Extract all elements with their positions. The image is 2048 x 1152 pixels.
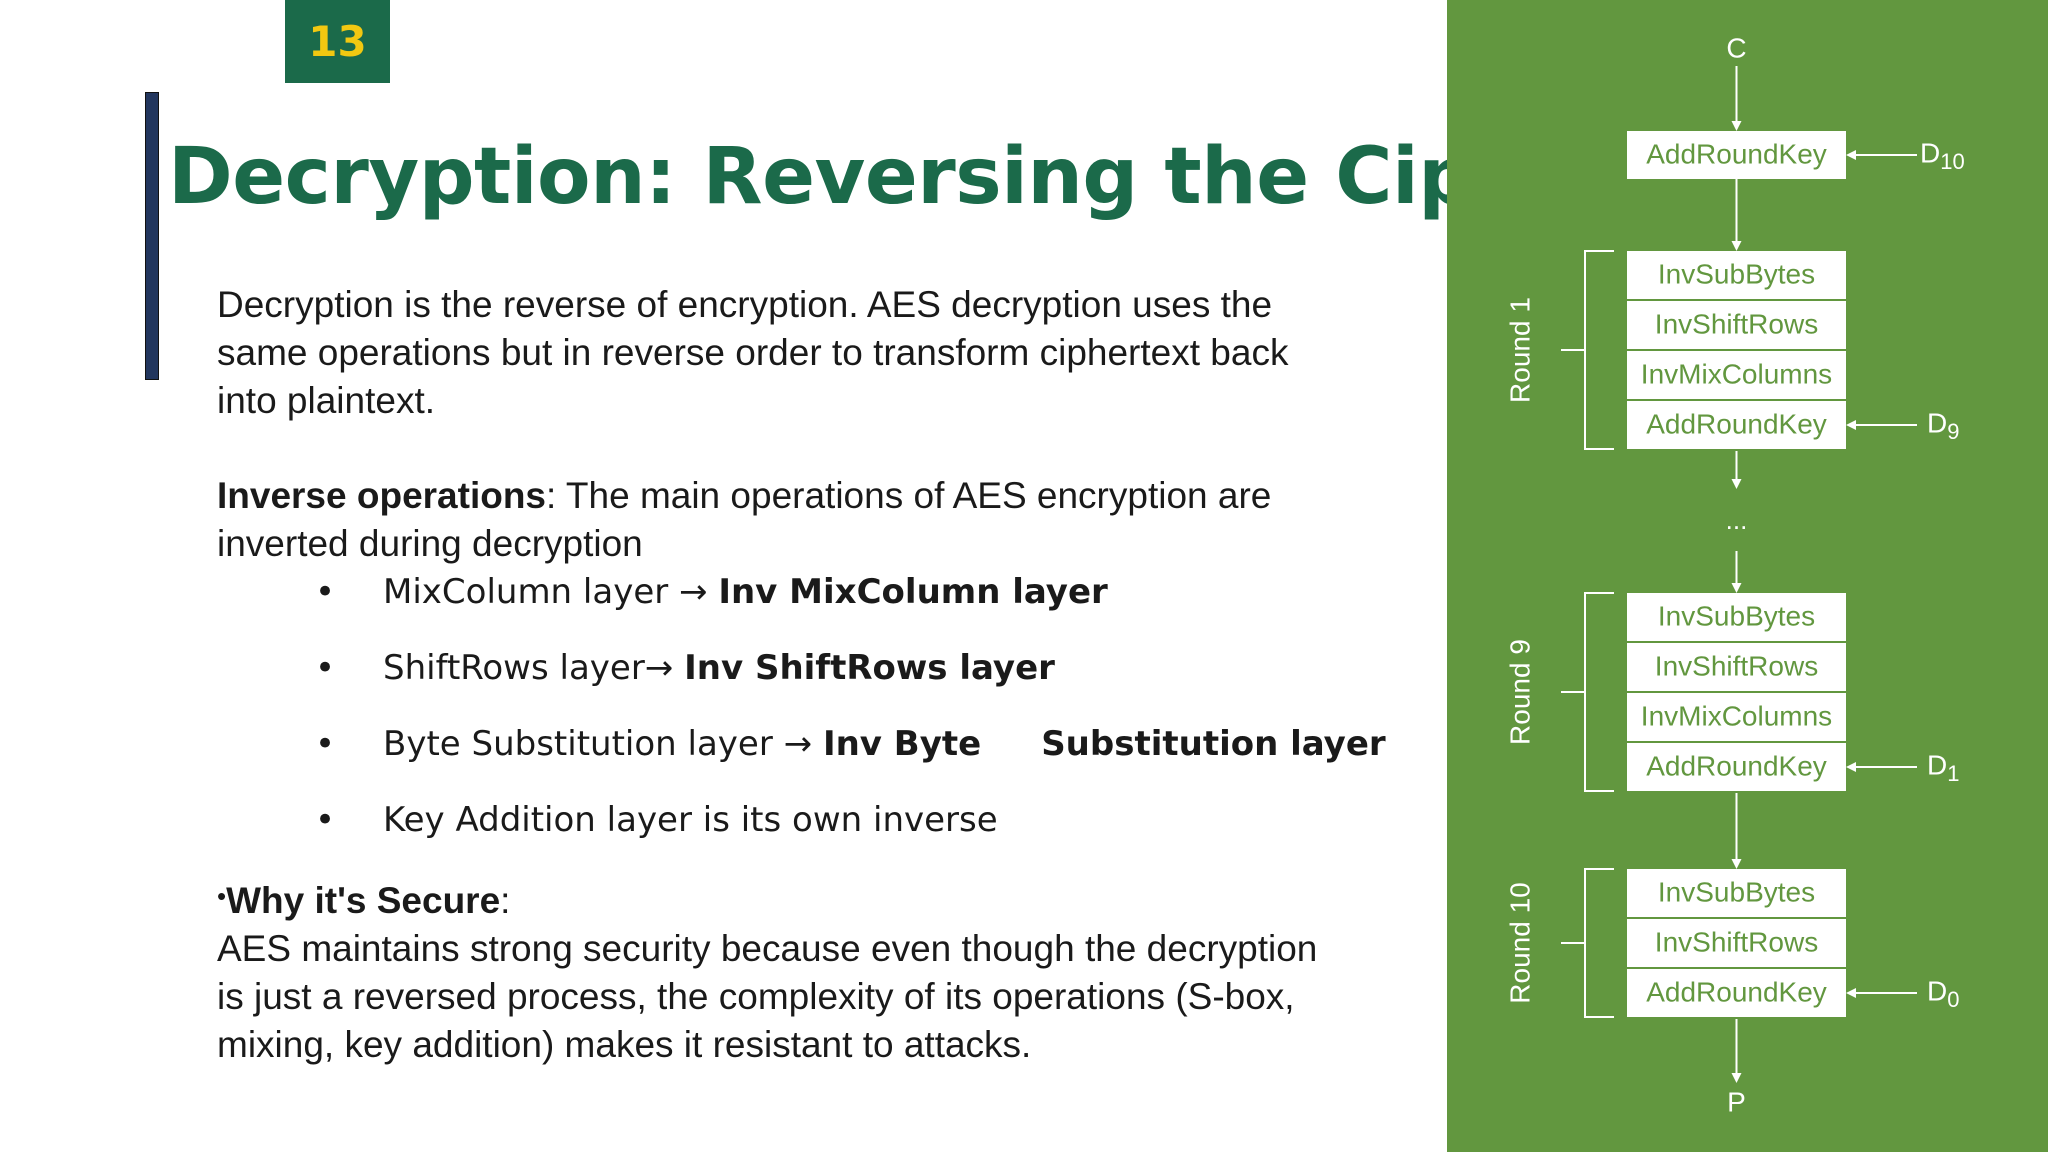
inverse-operations-list: •MixColumn layer → Inv MixColumn layer •… bbox=[315, 567, 1386, 871]
operation-label: InvSubBytes bbox=[1658, 258, 1815, 289]
round-key-label: D0 bbox=[1927, 975, 1959, 1011]
operation-box bbox=[1627, 131, 1846, 179]
secure-line: AES maintains strong security because ev… bbox=[217, 928, 1318, 969]
accent-bar bbox=[145, 92, 159, 380]
arrow-head bbox=[1731, 583, 1742, 593]
operation-box bbox=[1627, 401, 1846, 449]
operation-label: InvSubBytes bbox=[1658, 600, 1815, 631]
round-bracket bbox=[1584, 592, 1614, 792]
intro-paragraph: Decryption is the reverse of encryption.… bbox=[217, 281, 1288, 425]
list-item: •MixColumn layer → Inv MixColumn layer bbox=[315, 567, 1386, 643]
round-label: Round 1 bbox=[1504, 297, 1535, 403]
bullet-dot: • bbox=[217, 881, 227, 911]
round-key-label: D10 bbox=[1920, 137, 1965, 173]
arrow-head bbox=[1846, 420, 1856, 430]
arrow-head bbox=[1731, 121, 1742, 131]
bullet-dot: • bbox=[315, 648, 336, 688]
why-secure-paragraph: •Why it's Secure: AES maintains strong s… bbox=[217, 872, 1317, 1069]
operation-box bbox=[1627, 869, 1846, 917]
round-label: Round 10 bbox=[1504, 882, 1535, 1003]
operation-label: AddRoundKey bbox=[1646, 750, 1827, 781]
slide-title: Decryption: Reversing the Cipher bbox=[168, 132, 1619, 222]
arrow-head bbox=[1731, 479, 1742, 489]
operation-box bbox=[1627, 693, 1846, 741]
operation-box bbox=[1627, 593, 1846, 641]
operation-label: InvMixColumns bbox=[1641, 700, 1832, 731]
operation-box bbox=[1627, 251, 1846, 299]
secure-line: mixing, key addition) makes it resistant… bbox=[217, 1024, 1032, 1065]
plaintext-label: P bbox=[1727, 1086, 1746, 1117]
round-bracket bbox=[1584, 868, 1614, 1018]
inverse-text-line2: inverted during decryption bbox=[217, 523, 643, 564]
secure-line: is just a reversed process, the complexi… bbox=[217, 976, 1295, 1017]
intro-line: into plaintext. bbox=[217, 380, 436, 421]
arrow-head bbox=[1731, 241, 1742, 251]
round-label: Round 9 bbox=[1504, 639, 1535, 745]
bullet-dot: • bbox=[315, 572, 336, 612]
operation-box bbox=[1627, 301, 1846, 349]
arrow-head bbox=[1731, 1073, 1742, 1083]
operation-box bbox=[1627, 643, 1846, 691]
intro-line: same operations but in reverse order to … bbox=[217, 332, 1289, 373]
operation-label: AddRoundKey bbox=[1646, 408, 1827, 439]
arrow-head bbox=[1846, 150, 1856, 160]
slide-number-badge: 13 bbox=[285, 0, 390, 83]
ciphertext-label: C bbox=[1726, 32, 1746, 63]
arrow-head bbox=[1731, 859, 1742, 869]
operation-label: AddRoundKey bbox=[1646, 138, 1827, 169]
inverse-operations-paragraph: Inverse operations: The main operations … bbox=[217, 472, 1271, 568]
arrow-head bbox=[1846, 762, 1856, 772]
list-item: •ShiftRows layer→ Inv ShiftRows layer bbox=[315, 643, 1386, 719]
operation-label: InvShiftRows bbox=[1655, 650, 1818, 681]
operation-label: InvShiftRows bbox=[1655, 308, 1818, 339]
operation-box bbox=[1627, 351, 1846, 399]
round-bracket bbox=[1584, 250, 1614, 450]
arrow-head bbox=[1846, 988, 1856, 998]
operation-label: InvMixColumns bbox=[1641, 358, 1832, 389]
operation-label: InvSubBytes bbox=[1658, 876, 1815, 907]
inverse-heading: Inverse operations bbox=[217, 475, 547, 516]
operation-label: AddRoundKey bbox=[1646, 976, 1827, 1007]
bullet-dot: • bbox=[315, 724, 336, 764]
inverse-text: : The main operations of AES encryption … bbox=[546, 475, 1272, 516]
operation-box bbox=[1627, 919, 1846, 967]
ellipsis: ... bbox=[1726, 505, 1748, 535]
list-item: •Key Addition layer is its own inverse bbox=[315, 795, 1386, 871]
round-key-label: D9 bbox=[1927, 407, 1959, 443]
round-key-label: D1 bbox=[1927, 749, 1959, 785]
operation-label: InvShiftRows bbox=[1655, 926, 1818, 957]
bullet-dot: • bbox=[315, 800, 336, 840]
intro-line: Decryption is the reverse of encryption.… bbox=[217, 284, 1273, 325]
operation-box bbox=[1627, 743, 1846, 791]
secure-heading: Why it's Secure bbox=[226, 880, 501, 921]
operation-box bbox=[1627, 969, 1846, 1017]
